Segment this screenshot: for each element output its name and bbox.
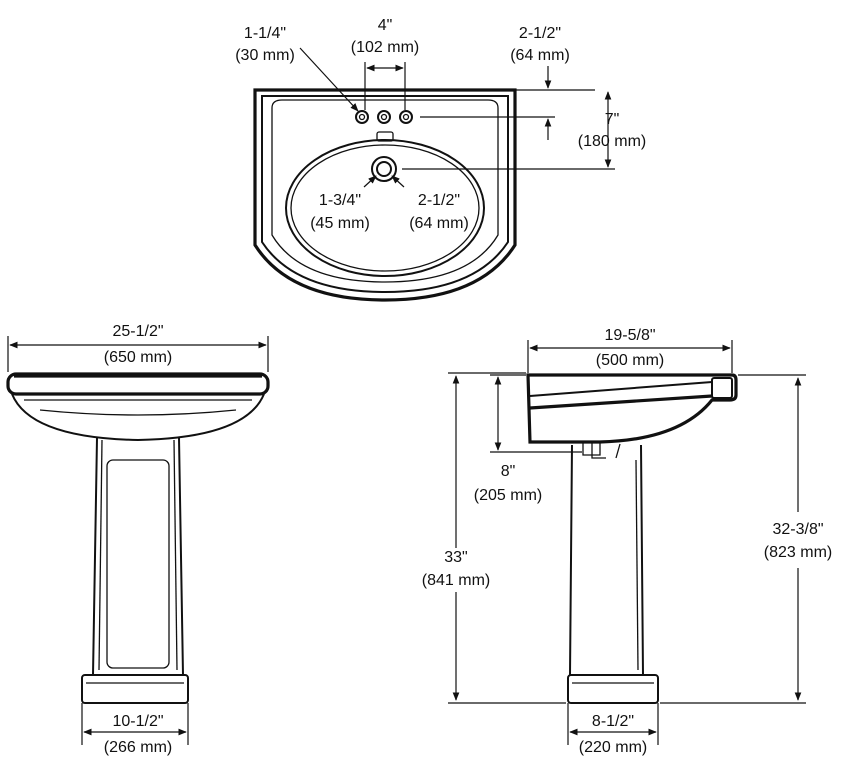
back-to-drain-metric: (180 mm) [578,133,646,150]
drain-left-metric: (45 mm) [310,215,370,232]
base-width-dimension: 10-1/2" (266 mm) [81,703,189,756]
basin-outline [253,88,517,302]
drain-right-imperial: 2-1/2" [418,192,460,209]
front-width-dimension: 25-1/2" (650 mm) [7,323,269,372]
back-to-holes-metric: (64 mm) [510,47,570,64]
overall-height-dimension: 33" (841 mm) [422,372,566,704]
drain-right-metric: (64 mm) [409,215,469,232]
hole-spacing-imperial: 4" [378,17,393,34]
rim-height-imperial: 32-3/8" [772,521,823,538]
drain-left-imperial: 1-3/4" [319,192,361,209]
base-depth-metric: (220 mm) [579,739,647,756]
hole-diameter-metric: (30 mm) [235,47,295,64]
top-view: 4" (102 mm) 1-1/4" (30 mm) 2-1/2" (64 mm… [235,17,646,302]
side-depth-metric: (500 mm) [596,352,664,369]
hole-spacing-metric: (102 mm) [351,39,419,56]
side-basin [526,373,738,459]
overall-height-metric: (841 mm) [422,572,490,589]
side-view: 19-5/8" (500 mm) 8" (205 mm) 33" (841 mm… [422,327,832,756]
front-width-imperial: 25-1/2" [112,323,163,340]
back-to-holes-dimension: 2-1/2" (64 mm) [420,25,595,140]
drain-height-metric: (205 mm) [474,487,542,504]
front-view: 25-1/2" (650 mm) 10-1/2" (266 mm) [6,323,270,756]
rim-height-metric: (823 mm) [764,544,832,561]
side-depth-dimension: 19-5/8" (500 mm) [527,327,733,373]
base-width-imperial: 10-1/2" [112,713,163,730]
side-depth-imperial: 19-5/8" [604,327,655,344]
base-width-metric: (266 mm) [104,739,172,756]
front-width-metric: (650 mm) [104,349,172,366]
back-to-drain-dimension: 7" (180 mm) [402,91,646,170]
back-to-holes-imperial: 2-1/2" [519,25,561,42]
base-depth-imperial: 8-1/2" [592,713,634,730]
front-basin [6,372,270,442]
hole-diameter-dimension: 1-1/4" (30 mm) [235,25,359,112]
hole-spacing-dimension: 4" (102 mm) [351,17,419,110]
back-to-drain-imperial: 7" [605,111,620,128]
rim-height-dimension: 32-3/8" (823 mm) [660,374,832,704]
drain-height-dimension: 8" (205 mm) [474,374,582,504]
drain-height-imperial: 8" [501,463,516,480]
overall-height-imperial: 33" [444,549,467,566]
hole-diameter-imperial: 1-1/4" [244,25,286,42]
drain-hole [371,156,397,182]
front-pedestal [81,437,189,704]
faucet-holes [355,110,413,124]
side-pedestal [567,444,659,704]
base-depth-dimension: 8-1/2" (220 mm) [567,703,659,756]
drain-dimension-arrows: 1-3/4" (45 mm) 2-1/2" (64 mm) [310,175,469,232]
